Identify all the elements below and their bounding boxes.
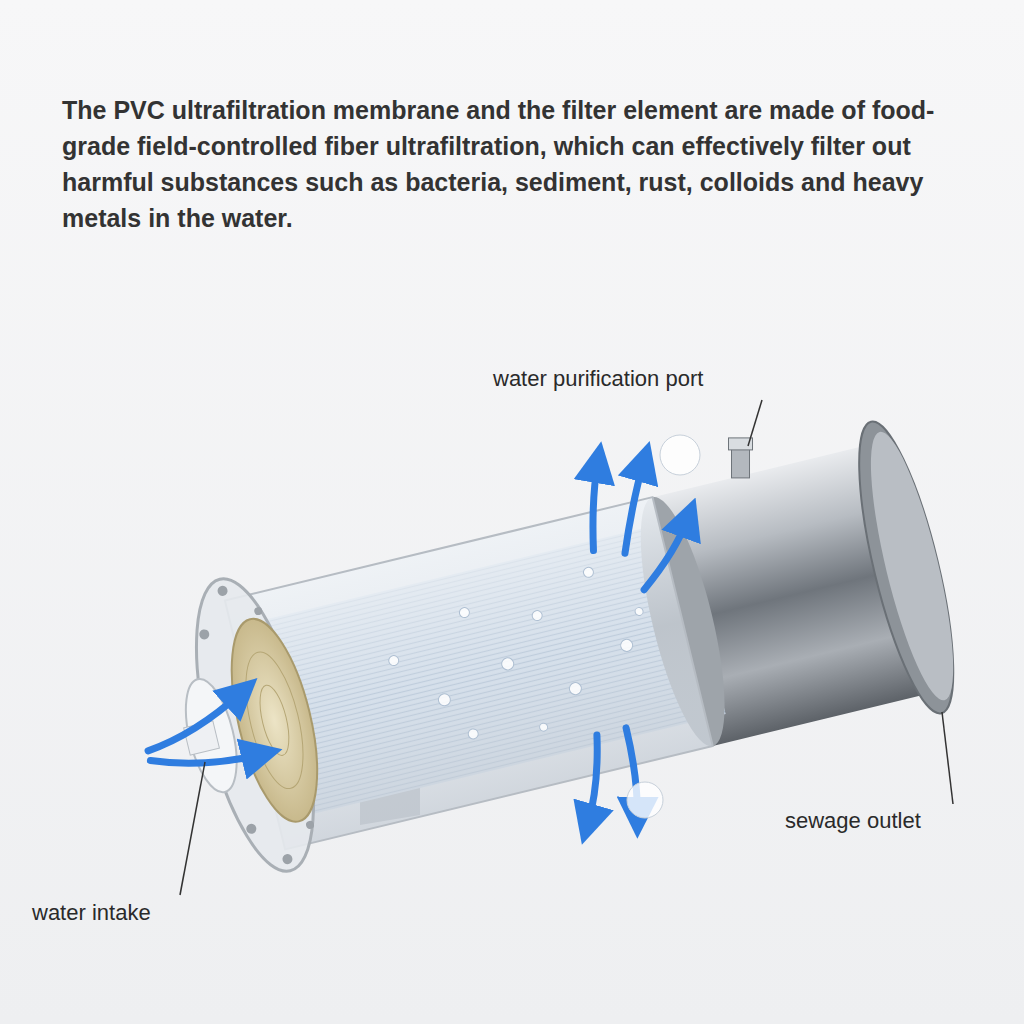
intake-label: water intake: [32, 900, 151, 926]
port-label: water purification port: [493, 366, 703, 392]
description-heading: The PVC ultrafiltration membrane and the…: [62, 92, 972, 236]
outlet-label: sewage outlet: [785, 808, 921, 834]
